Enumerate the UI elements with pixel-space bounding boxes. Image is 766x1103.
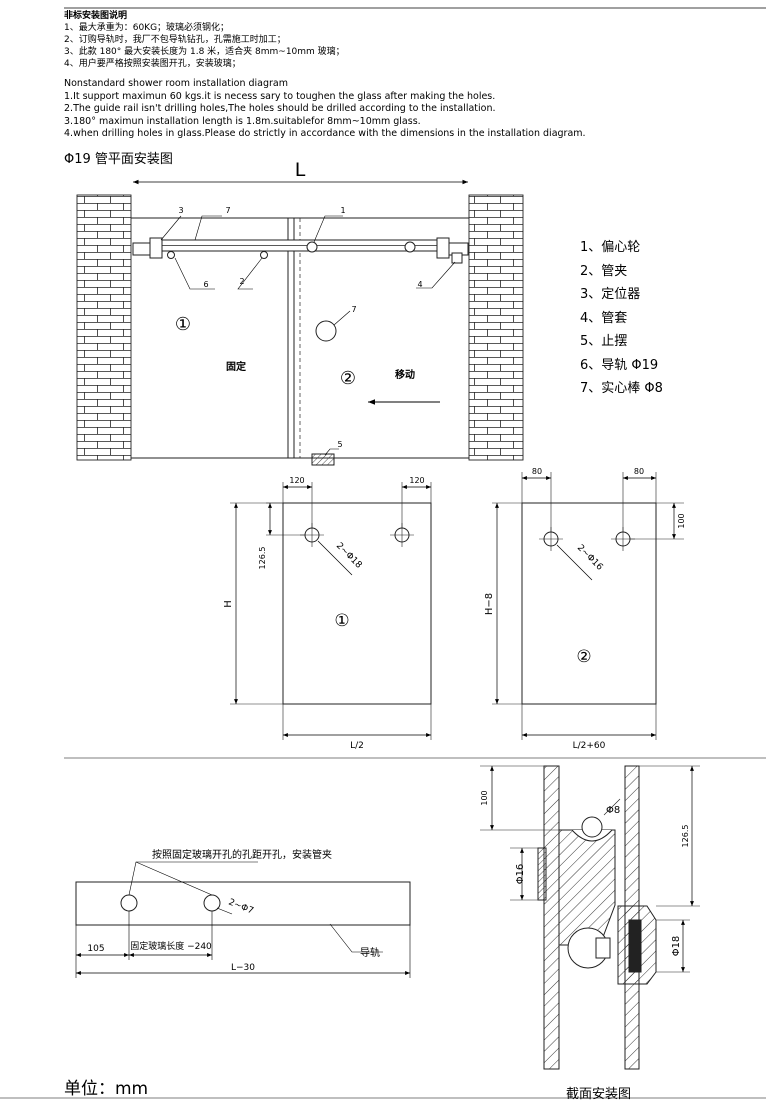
eccentric-wheel-1 bbox=[306, 241, 318, 253]
locator-left-cap bbox=[149, 237, 163, 259]
solid-rod-circle bbox=[315, 320, 337, 342]
glass-2-dim-h: H−8 bbox=[484, 593, 495, 615]
notes-en-line: 4.when drilling holes in glass.Please do… bbox=[64, 128, 586, 139]
plan-title: Φ19 管平面安装图 bbox=[64, 152, 173, 167]
rail-note: 按照固定玻璃开孔的孔距开孔，安装管夹 bbox=[152, 848, 332, 861]
legend-item: 5、止摆 bbox=[580, 334, 628, 349]
notes-cn-line: 1、最大承重为：60KG；玻璃必须钢化； bbox=[64, 23, 230, 33]
callout-num: 6 bbox=[203, 280, 208, 289]
glass-2-dim-right: 80 bbox=[634, 467, 644, 476]
callout-leader bbox=[194, 215, 222, 241]
section-view: Φ8 100 Φ16 126.5 Φ18 bbox=[480, 765, 700, 1070]
rail-hole-2 bbox=[203, 894, 221, 912]
panel-1-label: 固定 bbox=[226, 360, 246, 373]
callout-num: 4 bbox=[417, 280, 422, 289]
callout-num: 2 bbox=[239, 277, 244, 286]
panel-1-number: ① bbox=[175, 314, 191, 335]
glass-2-dim-hole: 100 bbox=[677, 513, 686, 528]
section-phi8-label: Φ8 bbox=[606, 805, 620, 816]
rail-dim-total: L−30 bbox=[231, 963, 255, 973]
callout-leader bbox=[313, 215, 343, 243]
rail-dim-mid: 固定玻璃长度 −240 bbox=[130, 940, 212, 952]
notes-en-line: 2.The guide rail isn't drilling holes,Th… bbox=[64, 103, 496, 114]
eccentric-wheel-2 bbox=[404, 241, 416, 253]
section-phi16-label: Φ16 bbox=[515, 864, 526, 885]
glass-2-dim-left: 80 bbox=[532, 467, 542, 476]
stop-block bbox=[311, 453, 335, 466]
section-phi18-label: Φ18 bbox=[671, 936, 682, 957]
notes-en-line: 1.It support maximun 60 kgs.it is necess… bbox=[64, 90, 496, 102]
callout-leader bbox=[160, 215, 182, 241]
wall-right bbox=[468, 194, 524, 461]
notes-en-heading: Nonstandard shower room installation dia… bbox=[64, 78, 288, 89]
callout-num: 7 bbox=[225, 206, 230, 215]
parts-legend: 1、偏心轮 2、管夹 3、定位器 4、管套 5、止摆 6、导轨 Φ19 7、实心… bbox=[580, 236, 663, 401]
callout-leader bbox=[416, 261, 456, 289]
dim-L-label: L bbox=[295, 159, 306, 181]
sleeve-right-cap bbox=[436, 237, 450, 259]
legend-item: 1、偏心轮 bbox=[580, 240, 641, 255]
panel-2-number: ② bbox=[340, 368, 356, 389]
glass-1-dim-left: 120 bbox=[289, 476, 304, 485]
notes-chinese: 非标安装图说明 1、最大承重为：60KG；玻璃必须钢化； 2、订购导轨时，我厂不… bbox=[64, 10, 345, 70]
legend-item: 7、实心棒 Φ8 bbox=[580, 381, 663, 396]
glass-1-dim-hole: 126.5 bbox=[258, 547, 267, 570]
glass-1-dim-h: H bbox=[223, 600, 234, 608]
rail-dim-105: 105 bbox=[87, 944, 104, 954]
rail-label: 导轨 bbox=[360, 946, 380, 959]
legend-item: 2、管夹 bbox=[580, 263, 628, 279]
rail-drilling-diagram: 按照固定玻璃开孔的孔距开孔，安装管夹 2~Φ7 105 固定玻璃长度 −240 … bbox=[75, 848, 411, 978]
pipe-clamp-right bbox=[260, 251, 268, 259]
glass-2-outline bbox=[521, 502, 657, 705]
notes-cn-line: 4、用户要严格按照安装图开孔，安装玻璃； bbox=[64, 59, 241, 69]
glass-panel-1: 120 120 126.5 H L/2 2~Φ18 ① bbox=[223, 476, 432, 751]
callout-num: 5 bbox=[337, 440, 342, 449]
notes-cn-heading: 非标安装图说明 bbox=[64, 11, 128, 21]
callout-num: 3 bbox=[178, 206, 183, 215]
legend-item: 3、定位器 bbox=[580, 287, 641, 302]
notes-english: Nonstandard shower room installation dia… bbox=[64, 78, 586, 141]
glass-panel-2: 80 80 100 H−8 L/2+60 2~Φ16 ② bbox=[484, 467, 686, 751]
section-dim-1265: 126.5 bbox=[681, 825, 690, 848]
section-glass-left bbox=[543, 765, 560, 1070]
wall-left bbox=[76, 194, 132, 461]
callout-num: 7 bbox=[351, 305, 356, 314]
callout-num: 1 bbox=[340, 206, 345, 215]
legend-item: 6、导轨 Φ19 bbox=[580, 357, 659, 373]
section-dim-100: 100 bbox=[480, 790, 489, 805]
callout-leader bbox=[237, 257, 263, 290]
notes-cn-line: 3、此款 180° 最大安装长度为 1.8 米，适合夹 8mm~10mm 玻璃； bbox=[64, 47, 345, 57]
glass-2-number: ② bbox=[576, 647, 591, 667]
rail-hole-1 bbox=[120, 894, 138, 912]
glass-1-dim-right: 120 bbox=[409, 476, 424, 485]
callout-leader bbox=[174, 257, 215, 290]
glass-1-dim-w: L/2 bbox=[350, 741, 364, 751]
plan-diagram: L 3 7 1 6 2 4 7 5 ① 固定 ② 移动 bbox=[76, 159, 524, 466]
end-block-right bbox=[451, 252, 463, 264]
glass-1-number: ① bbox=[334, 611, 349, 631]
legend-item: 4、管套 bbox=[580, 310, 628, 326]
section-rod-phi8 bbox=[581, 816, 603, 838]
glass-2-dim-w: L/2+60 bbox=[573, 741, 606, 751]
panel-2-label: 移动 bbox=[395, 368, 415, 381]
callout-leader bbox=[333, 310, 351, 326]
notes-cn-line: 2、订购导轨时，我厂不包导轨钻孔，孔需施工时加工； bbox=[64, 35, 286, 45]
notes-en-line: 3.180° maximun installation length is 1.… bbox=[64, 115, 421, 127]
callout-leader bbox=[324, 448, 339, 456]
unit-label: 单位：mm bbox=[64, 1079, 149, 1099]
section-clamp-left bbox=[537, 847, 547, 901]
pipe-clamp-left bbox=[167, 251, 175, 259]
